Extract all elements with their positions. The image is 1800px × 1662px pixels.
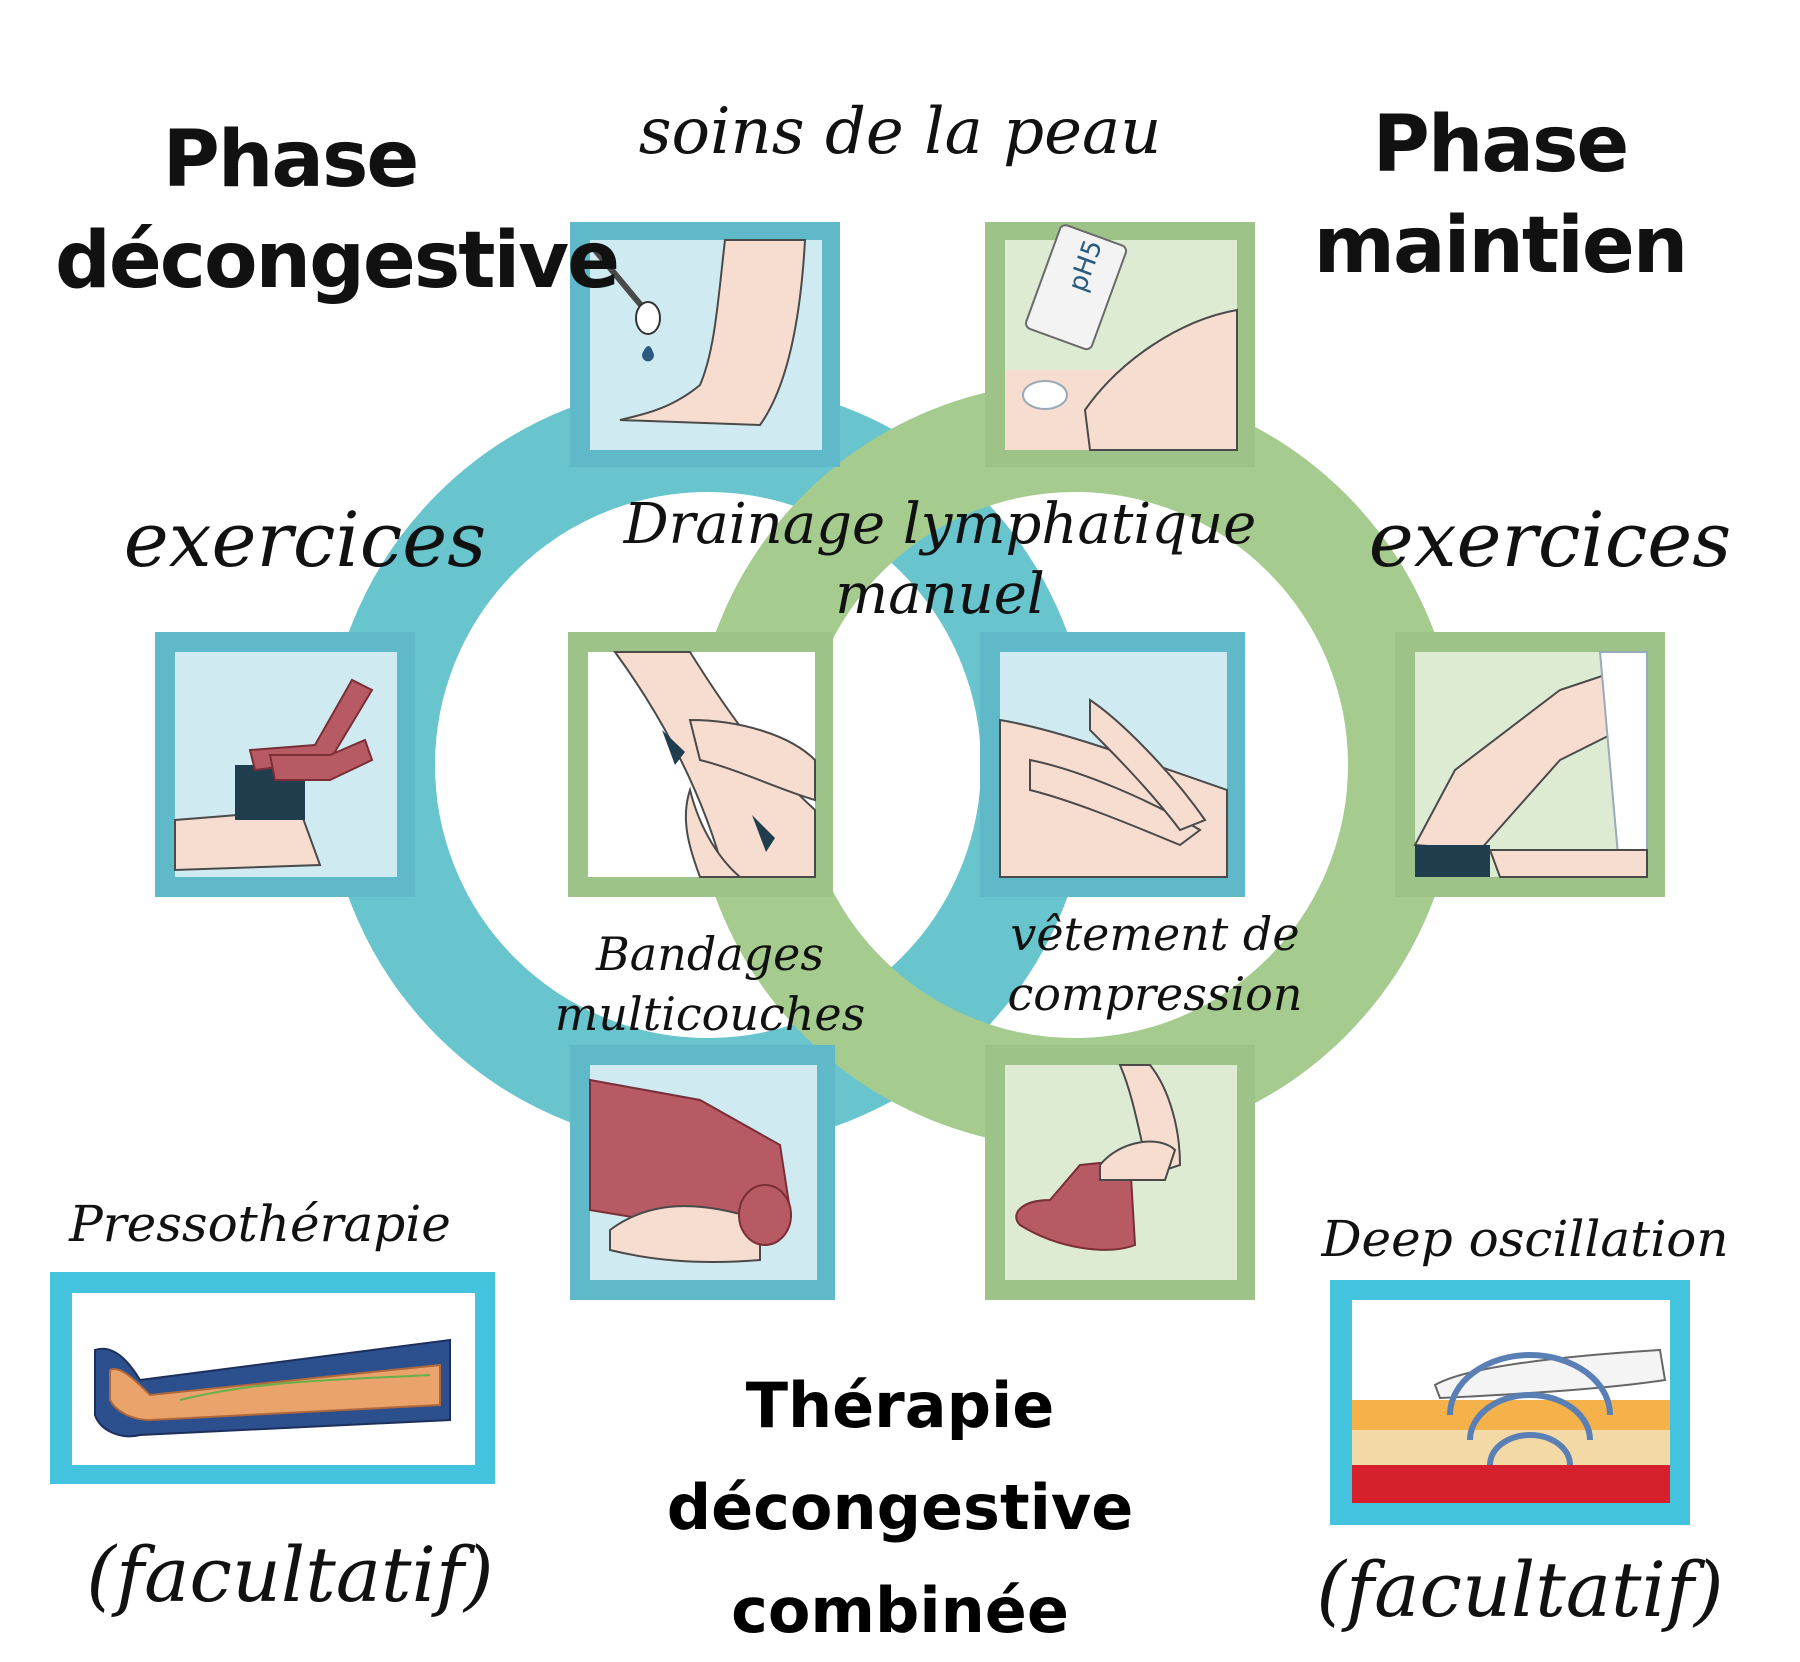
compression-sock-panel: [985, 1045, 1255, 1300]
skin-care-label: soins de la peau: [638, 95, 1162, 169]
bandage-panel: [570, 1045, 835, 1300]
pressotherapy-label: Pressothérapie: [69, 1195, 451, 1253]
phase-maintenance-label: Phase maintien: [1313, 100, 1689, 292]
phase-decongestive-label: Phase décongestive: [55, 115, 620, 307]
drainage-panel-right: [980, 632, 1245, 897]
exercises-left-label: exercices: [123, 495, 487, 584]
drainage-panel-left: [568, 632, 833, 897]
deep-oscillation-label: Deep oscillation: [1321, 1210, 1729, 1268]
optional-right-label: (facultatif): [1316, 1545, 1724, 1634]
bandages-label: Bandages multicouches: [554, 927, 866, 1041]
exercise-left-panel: [155, 632, 415, 897]
optional-left-label: (facultatif): [86, 1530, 494, 1619]
deep-oscillation-panel: [1330, 1280, 1690, 1525]
diagram-title: Thérapie décongestive combinée: [666, 1369, 1134, 1647]
compression-label: vêtement de compression: [1007, 907, 1303, 1021]
exercise-right-panel: [1395, 632, 1665, 897]
exercises-right-label: exercices: [1368, 495, 1732, 584]
pressotherapy-panel: [50, 1272, 495, 1484]
drainage-label: Drainage lymphatique manuel: [623, 492, 1257, 627]
skin-care-foot-panel: [570, 222, 840, 467]
skin-care-cream-panel: pH5: [985, 222, 1255, 467]
